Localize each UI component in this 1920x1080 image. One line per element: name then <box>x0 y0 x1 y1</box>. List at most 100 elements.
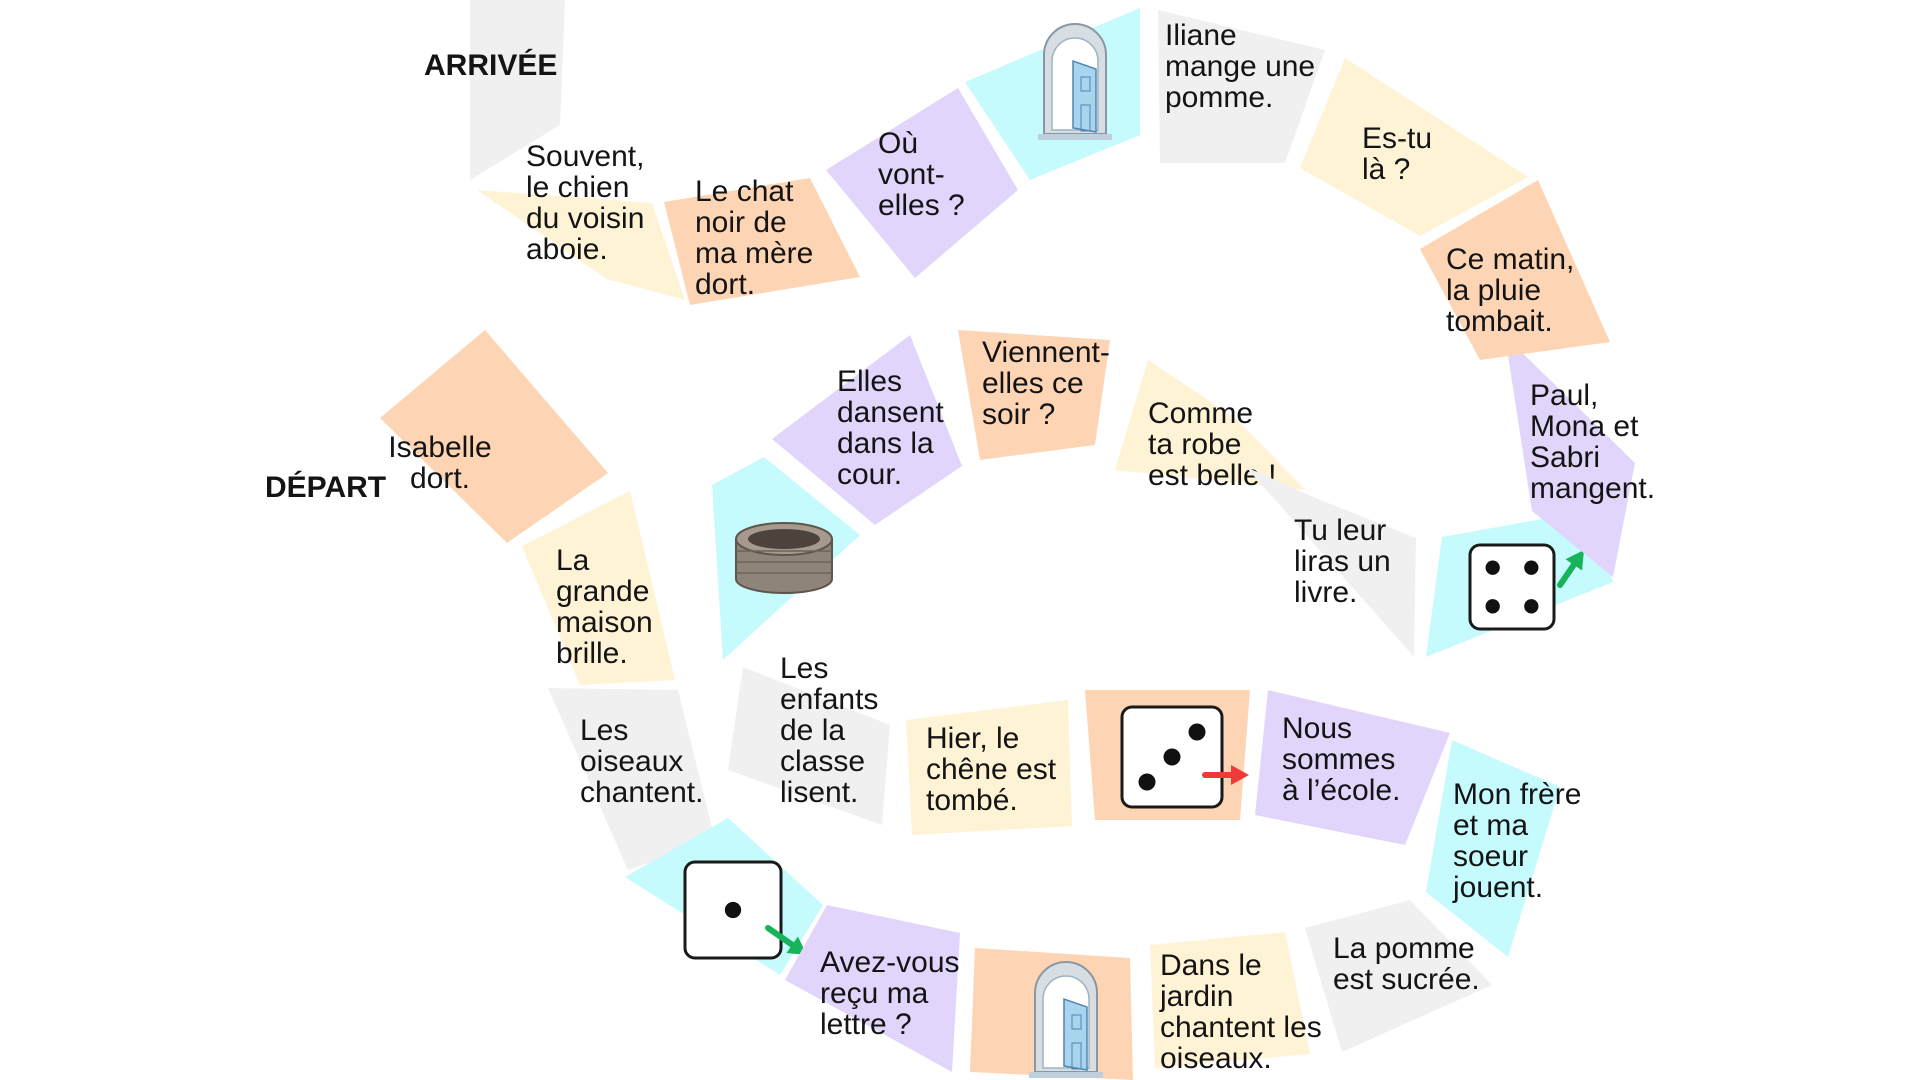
sentence-line: Les <box>780 652 828 685</box>
sentence-line: et ma <box>1453 809 1528 842</box>
sentence-line: lettre ? <box>820 1008 912 1041</box>
sentence-line: ta robe <box>1148 428 1241 461</box>
sentence-line: ma mère <box>695 237 813 270</box>
sentence-line: dort. <box>410 462 470 495</box>
door-panel <box>1071 1014 1082 1030</box>
board-square-t24[interactable] <box>965 8 1140 180</box>
board-square-t6[interactable] <box>970 948 1133 1080</box>
sentence-line: livre. <box>1294 576 1357 609</box>
sentence-line: elles ? <box>878 189 965 222</box>
square-background <box>772 335 962 525</box>
finish-label: ARRIVÉE <box>424 48 557 82</box>
square-background <box>477 190 685 300</box>
sentence-line: Ce matin, <box>1446 243 1574 276</box>
sentence-line: reçu ma <box>820 977 929 1010</box>
sentence-line: Es-tu <box>1362 122 1432 155</box>
sentence-line: cour. <box>837 458 902 491</box>
die-pip <box>1485 599 1500 614</box>
sentence-line: maison <box>556 606 653 639</box>
sentence-line: vont- <box>878 158 945 191</box>
sentence-line: jouent. <box>1452 871 1543 904</box>
sentence-line: pomme. <box>1165 81 1273 114</box>
well-icon <box>735 522 833 594</box>
die-four-icon <box>1468 543 1584 631</box>
arrow-head <box>1231 765 1249 785</box>
die-one-icon <box>683 860 807 960</box>
board-square-t14[interactable] <box>712 457 860 660</box>
sentence-line: chantent les <box>1160 1011 1322 1044</box>
sentence-line: tombait. <box>1446 305 1553 338</box>
sentence-line: dans la <box>837 427 934 460</box>
sentence-line: chêne est <box>926 753 1057 786</box>
sentence-line: dort. <box>695 268 755 301</box>
board-square-t4[interactable] <box>625 818 823 975</box>
square-background <box>785 905 960 1072</box>
sentence-line: Comme <box>1148 397 1253 430</box>
sentence-line: grande <box>556 575 649 608</box>
board-square-t28[interactable] <box>470 0 565 180</box>
square-background <box>1255 690 1450 845</box>
sentence-line: Tu leur <box>1294 514 1386 547</box>
door-icon <box>1038 23 1112 140</box>
square-background <box>1150 932 1310 1068</box>
square-background <box>1505 336 1635 577</box>
sentence-line: Souvent, <box>526 140 644 173</box>
sentence-line: lisent. <box>780 776 858 809</box>
die-pip <box>1524 599 1539 614</box>
sentence-line: Mon frère <box>1453 778 1581 811</box>
sentence-line: Avez-vous <box>820 946 960 979</box>
sentence-line: enfants <box>780 683 878 716</box>
sentence-line: chantent. <box>580 776 703 809</box>
square-background <box>826 88 1018 278</box>
square-background <box>1426 740 1560 957</box>
sentence-line: mangent. <box>1530 472 1655 505</box>
sentence-line: dansent <box>837 396 944 429</box>
sentence-line: elles ce <box>982 367 1084 400</box>
square-background <box>1420 180 1610 360</box>
sentence-line: oiseaux <box>580 745 683 778</box>
sentence-line: Iliane <box>1165 19 1237 52</box>
board-square-t11[interactable] <box>1085 690 1250 820</box>
sentence-line: Où <box>878 127 918 160</box>
door-step <box>1029 1072 1103 1078</box>
sentence-line: soeur <box>1453 840 1528 873</box>
door-leaf <box>1072 59 1097 133</box>
die-pip <box>1163 748 1181 766</box>
sentence-line: mange une <box>1165 50 1315 83</box>
board-square-t19[interactable] <box>1426 510 1613 657</box>
